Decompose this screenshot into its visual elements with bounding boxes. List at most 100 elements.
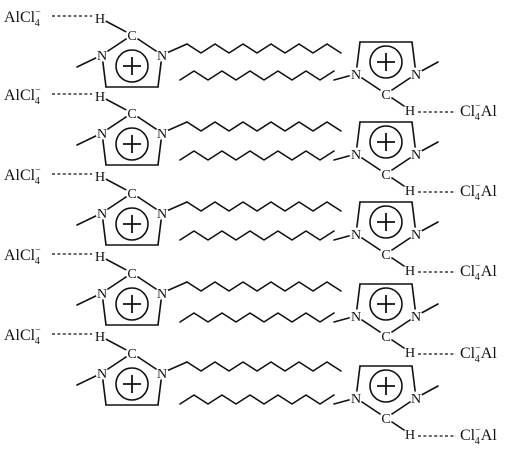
right-cation-5: Cl−4Al HC N N xyxy=(179,365,497,447)
right-cation-1: Cl−4Al HC N N xyxy=(179,41,497,123)
alkyl-chain xyxy=(186,121,342,132)
alkyl-chain xyxy=(179,312,335,323)
atom-h-bg xyxy=(93,11,107,25)
anion-alcl4-right: Cl−4Al xyxy=(460,343,497,365)
anion-alcl4-left: AlCl−4 xyxy=(4,325,41,347)
atom-c-bg xyxy=(125,186,139,200)
atom-c: C xyxy=(381,88,390,103)
anion-alcl4-right: Cl−4Al xyxy=(460,261,497,283)
atom-n-bg xyxy=(155,206,169,220)
alkyl-chain xyxy=(186,281,342,292)
atom-n: N xyxy=(351,228,361,243)
atom-n: N xyxy=(97,367,107,382)
atom-n: N xyxy=(411,310,421,325)
alkyl-chain xyxy=(179,70,335,81)
atom-n: N xyxy=(411,68,421,83)
atom-n-bg xyxy=(155,366,169,380)
atom-n: N xyxy=(411,148,421,163)
atom-n: N xyxy=(97,287,107,302)
atom-c: C xyxy=(127,107,136,122)
atom-h-bg xyxy=(403,183,417,197)
alkyl-chain xyxy=(179,394,335,405)
atom-n: N xyxy=(411,392,421,407)
atom-n-bg xyxy=(349,391,363,405)
atom-h-bg xyxy=(93,89,107,103)
atom-h: H xyxy=(405,104,415,119)
atom-n-bg xyxy=(155,286,169,300)
anion-alcl4-right: Cl−4Al xyxy=(460,101,497,123)
atom-c-bg xyxy=(379,411,393,425)
atom-n: N xyxy=(157,49,167,64)
atom-h: H xyxy=(405,264,415,279)
atom-h: H xyxy=(405,428,415,443)
atom-h-bg xyxy=(403,427,417,441)
atom-n: N xyxy=(351,68,361,83)
atom-c: C xyxy=(127,187,136,202)
charge-circle xyxy=(369,287,403,321)
anion-alcl4-left: AlCl−4 xyxy=(4,85,41,107)
atom-c: C xyxy=(127,29,136,44)
charge-circle xyxy=(115,127,149,161)
atom-c-bg xyxy=(379,167,393,181)
atom-c-bg xyxy=(125,106,139,120)
atom-n-bg xyxy=(349,147,363,161)
atom-n: N xyxy=(351,392,361,407)
atom-n-bg xyxy=(409,391,423,405)
alkyl-chain xyxy=(186,361,342,372)
atom-c: C xyxy=(381,412,390,427)
atom-n-bg xyxy=(155,48,169,62)
atom-h: H xyxy=(95,12,105,27)
atom-c-bg xyxy=(379,329,393,343)
atom-h: H xyxy=(95,330,105,345)
atom-n-bg xyxy=(409,147,423,161)
atom-n: N xyxy=(351,148,361,163)
atom-h-bg xyxy=(93,249,107,263)
charge-circle xyxy=(115,287,149,321)
atom-c-bg xyxy=(125,28,139,42)
atom-c-bg xyxy=(125,346,139,360)
charge-circle xyxy=(369,45,403,79)
atom-n: N xyxy=(411,228,421,243)
alkyl-chain xyxy=(179,150,335,161)
atom-c: C xyxy=(127,267,136,282)
atom-n: N xyxy=(157,367,167,382)
atom-n-bg xyxy=(95,48,109,62)
atom-n-bg xyxy=(95,366,109,380)
atom-n-bg xyxy=(95,206,109,220)
atom-h: H xyxy=(95,250,105,265)
atom-n: N xyxy=(157,287,167,302)
atom-n-bg xyxy=(349,309,363,323)
atom-h: H xyxy=(405,184,415,199)
atom-h-bg xyxy=(403,263,417,277)
anion-alcl4-right: Cl−4Al xyxy=(460,425,497,447)
atom-c-bg xyxy=(125,266,139,280)
anion-alcl4-left: AlCl−4 xyxy=(4,165,41,187)
charge-circle xyxy=(369,125,403,159)
atom-n: N xyxy=(157,207,167,222)
atom-n-bg xyxy=(95,126,109,140)
atom-c-bg xyxy=(379,87,393,101)
atom-n: N xyxy=(97,127,107,142)
charge-circle xyxy=(369,205,403,239)
atom-h: H xyxy=(95,90,105,105)
right-cation-2: Cl−4Al HC N N xyxy=(179,121,497,203)
atom-c: C xyxy=(381,330,390,345)
atom-n: N xyxy=(97,49,107,64)
atom-n-bg xyxy=(349,67,363,81)
atom-c-bg xyxy=(379,247,393,261)
anion-alcl4-right: Cl−4Al xyxy=(460,181,497,203)
atom-c: C xyxy=(381,168,390,183)
atom-n: N xyxy=(351,310,361,325)
atom-h-bg xyxy=(93,329,107,343)
atom-n-bg xyxy=(409,227,423,241)
charge-circle xyxy=(115,367,149,401)
atom-h-bg xyxy=(93,169,107,183)
atom-n-bg xyxy=(349,227,363,241)
